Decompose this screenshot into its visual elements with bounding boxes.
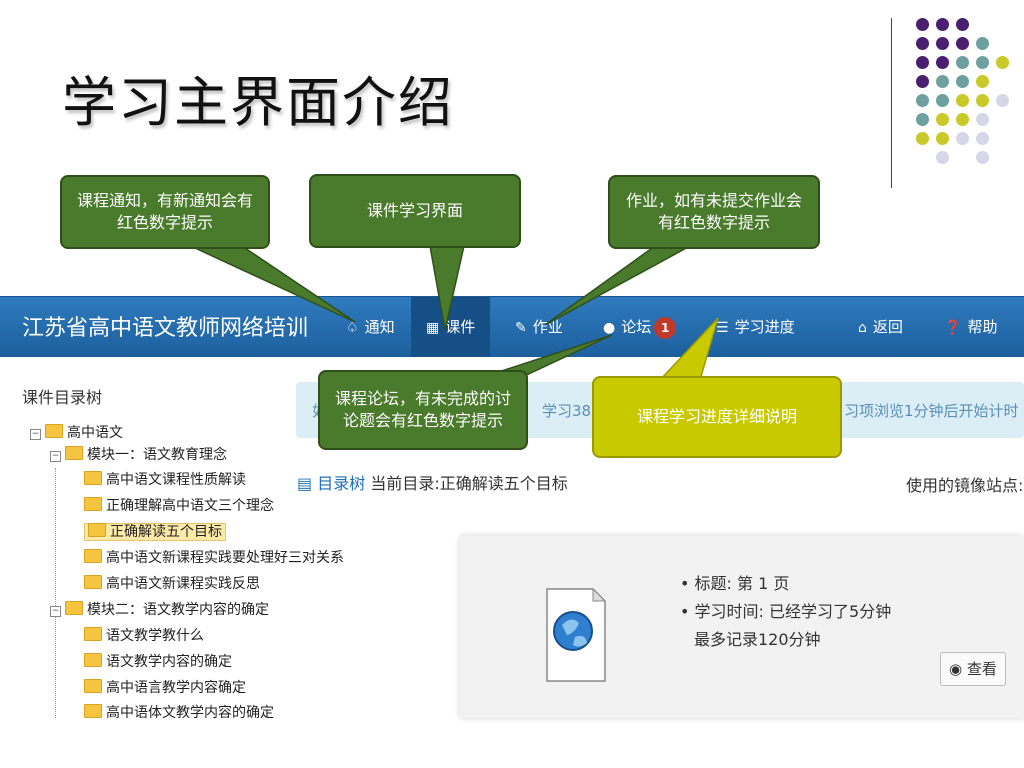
- folder-icon: [84, 575, 102, 589]
- current-path: 当前目录:正确解读五个目标: [370, 474, 568, 493]
- callout-homework: 作业，如有未提交作业会有红色数字提示: [608, 175, 820, 249]
- tree-title: 课件目录树: [22, 388, 103, 407]
- callout-forum: 课程论坛，有未完成的讨论题会有红色数字提示: [318, 370, 528, 450]
- nav-notice[interactable]: ♤通知: [338, 297, 403, 357]
- folder-icon: [45, 424, 63, 438]
- tree-root[interactable]: −高中语文: [30, 424, 123, 441]
- folder-icon: [65, 601, 83, 615]
- collapse-icon[interactable]: −: [50, 606, 61, 617]
- folder-icon: [84, 497, 102, 511]
- film-icon: ▦: [426, 320, 440, 336]
- callout-notice: 课程通知，有新通知会有红色数字提示: [60, 175, 270, 249]
- folder-icon: [84, 653, 102, 667]
- folder-icon: [84, 471, 102, 485]
- nav-homework[interactable]: ✎作业: [505, 297, 573, 357]
- help-icon: ❓: [944, 320, 962, 336]
- folder-icon: [84, 627, 102, 641]
- web-page-file-icon: [546, 587, 607, 682]
- tree-item[interactable]: 高中语文新课程实践要处理好三对关系: [84, 547, 344, 569]
- play-icon: ◉: [949, 660, 963, 678]
- list-icon: ☰: [716, 320, 729, 336]
- folder-icon: [84, 679, 102, 693]
- collapse-icon[interactable]: −: [50, 451, 61, 462]
- mirror-site-label: 使用的镜像站点:: [906, 476, 1024, 495]
- view-button[interactable]: ◉ 查看: [940, 652, 1006, 686]
- tree-item[interactable]: 正确理解高中语文三个理念: [84, 495, 274, 517]
- chat-icon: ●: [603, 320, 616, 336]
- decorative-dot-grid: [900, 10, 1024, 170]
- site-name: 江苏省高中语文教师网络培训: [22, 316, 309, 341]
- tree-item[interactable]: 高中语文课程性质解读: [84, 469, 246, 491]
- study-time-line: • 学习时间: 已经学习了5分钟: [680, 602, 892, 621]
- tree-item[interactable]: 语文教学内容的确定: [84, 651, 232, 673]
- page-title-line: • 标题: 第 1 页: [680, 574, 790, 593]
- slide-title: 学习主界面介绍: [62, 71, 454, 134]
- tree-item[interactable]: 高中语言教学内容确定: [84, 677, 246, 699]
- divider-line: [891, 18, 892, 188]
- pencil-icon: ✎: [515, 320, 527, 336]
- folder-icon: [84, 704, 102, 718]
- tree-connector: [55, 468, 56, 718]
- callout-progress: 课程学习进度详细说明: [592, 376, 842, 458]
- directory-tree-link[interactable]: 目录树: [317, 474, 366, 493]
- folder-icon: [65, 446, 83, 460]
- nav-help[interactable]: ❓帮助: [936, 297, 1005, 357]
- tree-item[interactable]: 高中语文新课程实践反思: [84, 573, 260, 595]
- folder-icon: [84, 549, 102, 563]
- nav-back[interactable]: ⌂返回: [850, 297, 911, 357]
- collapse-icon[interactable]: −: [30, 429, 41, 440]
- current-directory: ▤ 目录树 当前目录:正确解读五个目标: [297, 470, 568, 494]
- tree-module-2[interactable]: −模块二：语文教学内容的确定: [50, 601, 269, 618]
- tree-list-icon: ▤: [297, 474, 313, 493]
- tree-item[interactable]: 语文教学教什么: [84, 625, 204, 647]
- tree-item-selected[interactable]: 正确解读五个目标: [84, 521, 226, 543]
- max-record-line: 最多记录120分钟: [694, 630, 821, 649]
- tree-module-1[interactable]: −模块一：语文教育理念: [50, 446, 227, 463]
- home-icon: ⌂: [858, 320, 867, 336]
- forum-badge: 1: [654, 316, 677, 339]
- folder-icon: [88, 523, 106, 537]
- nav-courseware[interactable]: ▦课件: [411, 297, 491, 357]
- callout-courseware: 课件学习界面: [309, 174, 521, 248]
- nav-progress[interactable]: ☰学习进度: [708, 297, 803, 357]
- bell-icon: ♤: [346, 320, 359, 336]
- tree-item[interactable]: 高中语体文教学内容的确定: [84, 702, 274, 718]
